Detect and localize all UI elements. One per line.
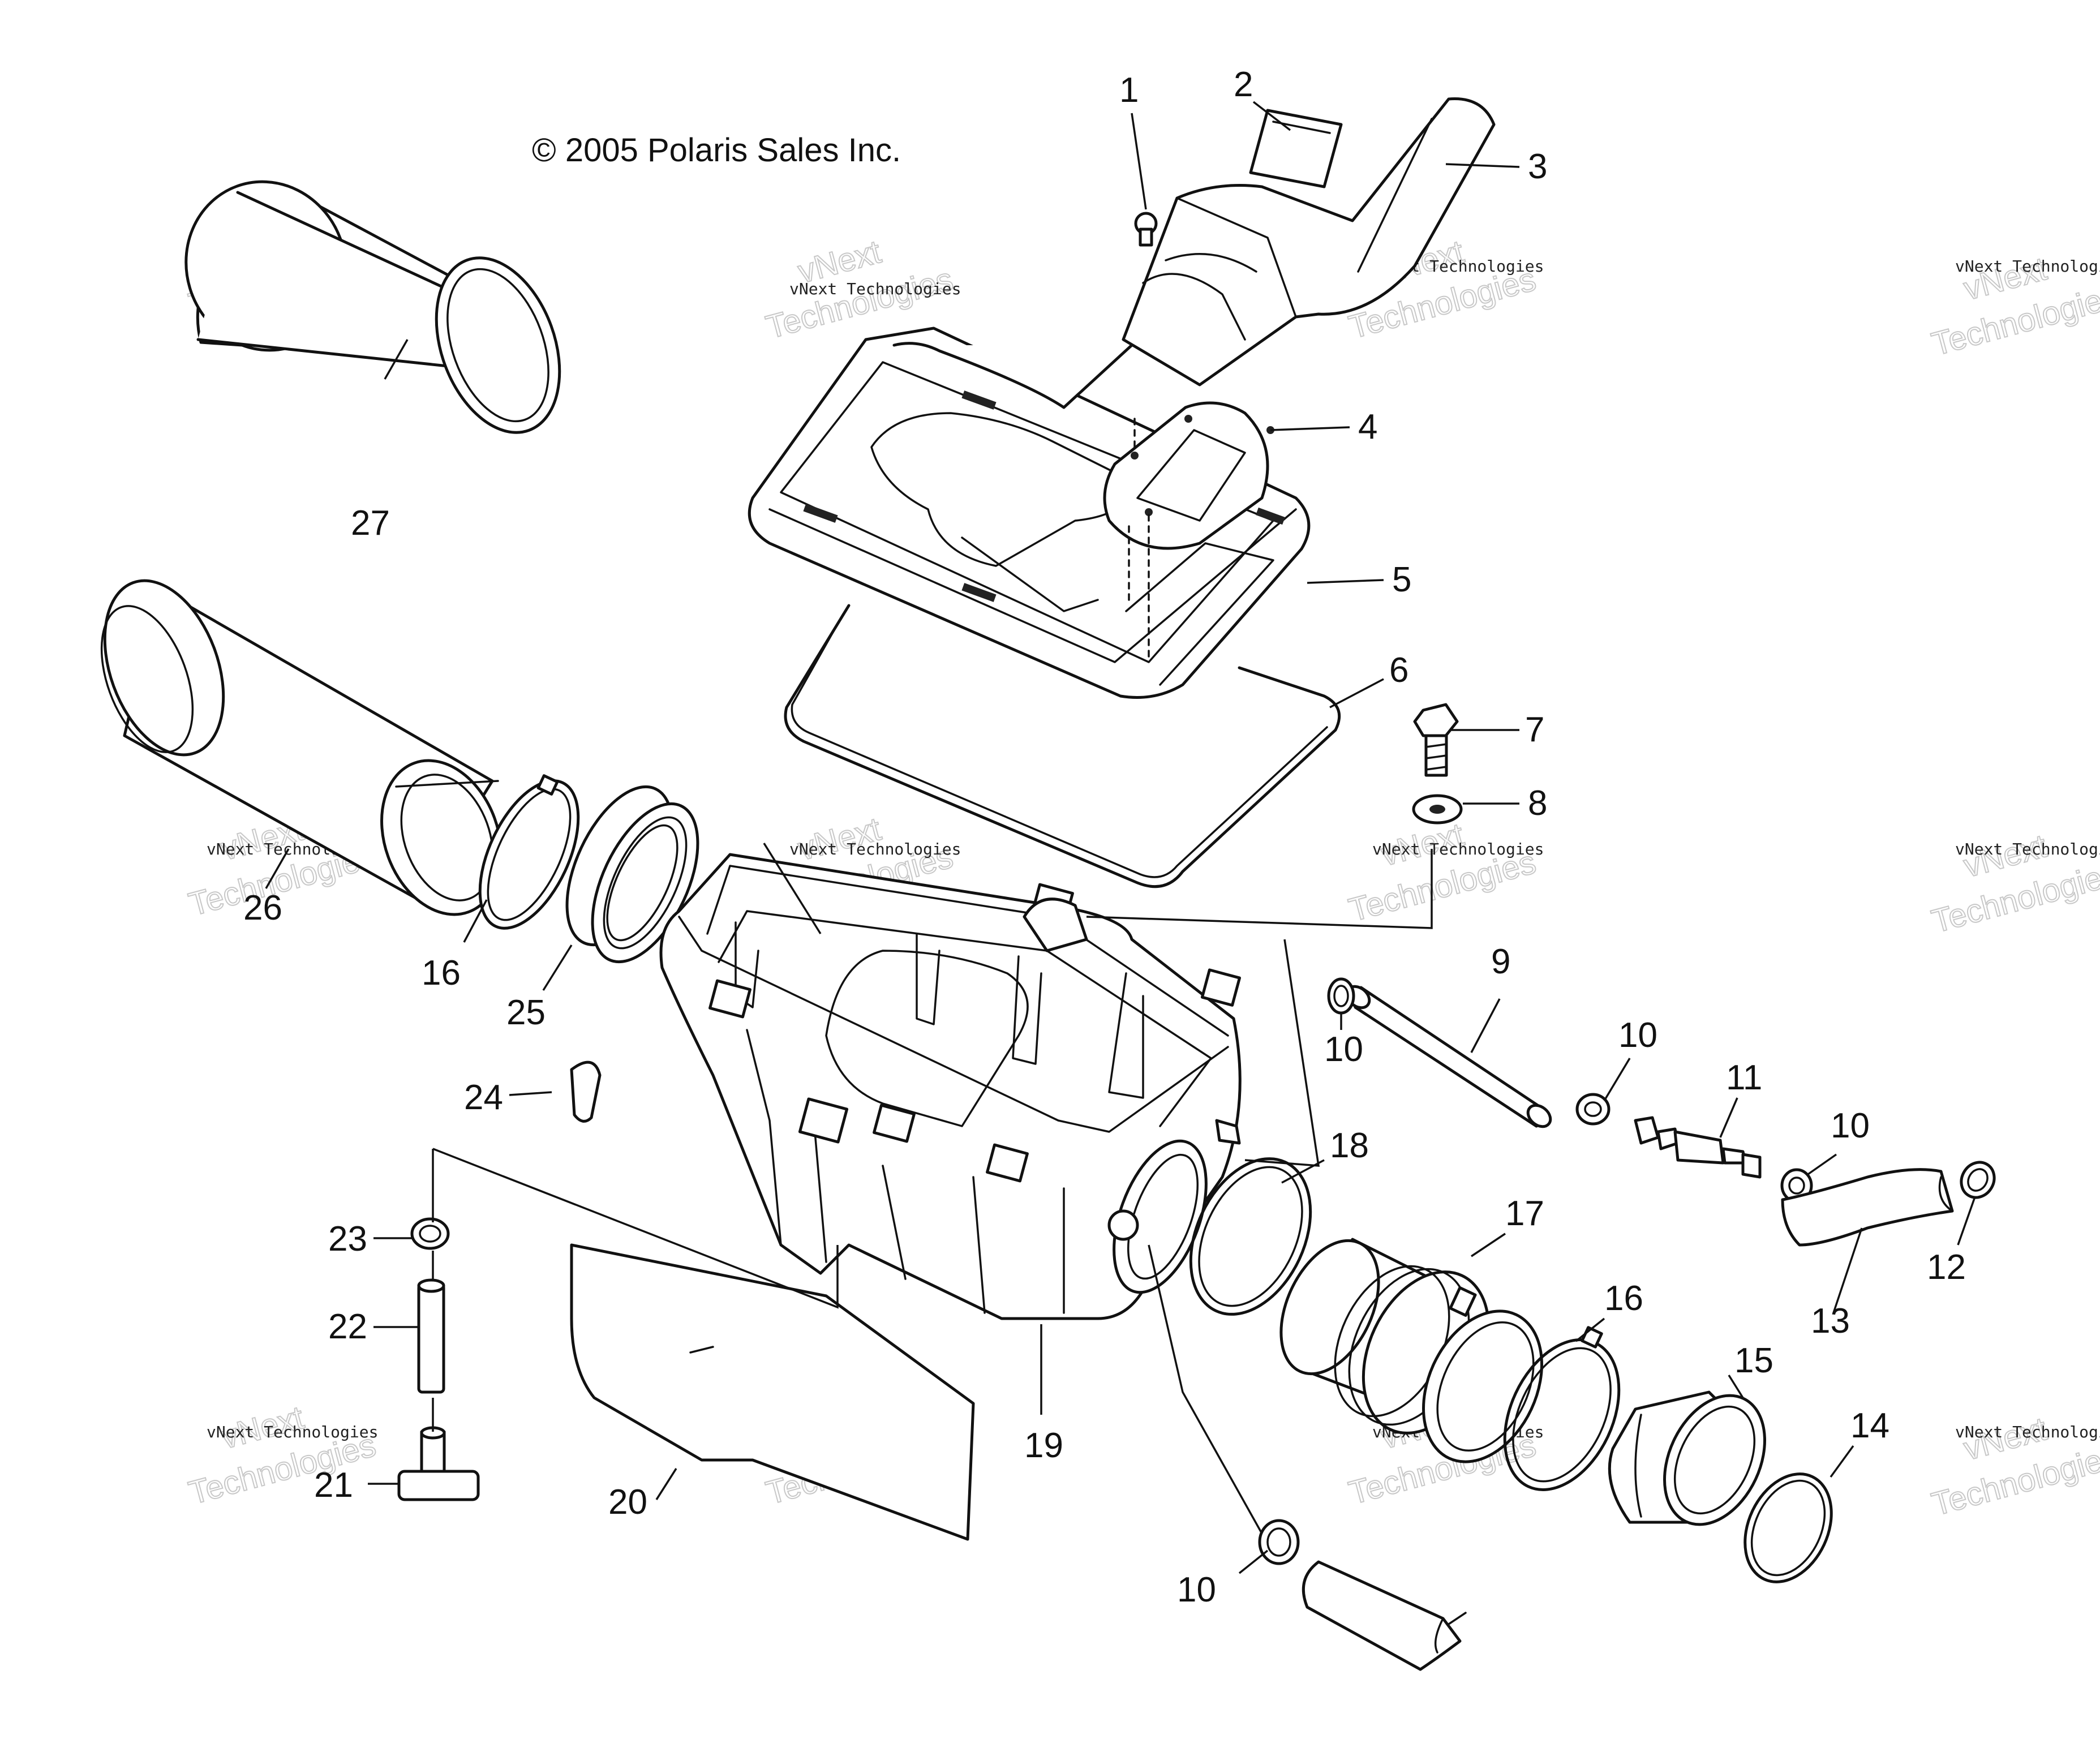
part-8-washer <box>1412 794 1463 825</box>
watermark-8-text: vNext Technologies <box>1955 840 2100 858</box>
part-25-adapter <box>565 785 699 964</box>
part-9-hose <box>1345 985 1552 1128</box>
callout-12: 12 <box>1927 1248 1966 1287</box>
callout-8: 8 <box>1528 784 1547 823</box>
watermark-12: vNext Technologies <box>1927 1410 2100 1523</box>
callout-18: 18 <box>1330 1126 1369 1165</box>
callout-25: 25 <box>506 993 546 1032</box>
part-10-clamp-a <box>1327 977 1355 1015</box>
watermark-8: vNext Technologies <box>1927 827 2100 941</box>
callout-2: 2 <box>1234 65 1253 104</box>
part-5-airbox-lid <box>748 327 1311 699</box>
part-27-prefilter-sleeve <box>184 180 561 434</box>
drain-hose-bottom <box>1302 1560 1467 1671</box>
part-2-seal <box>1249 109 1343 188</box>
callout-14: 14 <box>1850 1406 1889 1445</box>
part-19-airbox-base <box>659 853 1242 1320</box>
callout-19: 19 <box>1024 1426 1063 1465</box>
watermark-4-text: vNext Technologies <box>1955 257 2100 276</box>
part-18-o-ring <box>1189 1157 1312 1316</box>
callout-24: 24 <box>464 1078 503 1117</box>
part-4-gasket-plate <box>1103 401 1274 658</box>
assembly-line-hose <box>1148 1244 1263 1534</box>
part-1-screw <box>1134 212 1158 247</box>
watermark-12-text: vNext Technologies <box>1955 1423 2100 1441</box>
assembly-line-drain <box>432 1148 839 1432</box>
leader-lines <box>265 101 1976 1574</box>
part-6-lid-gasket <box>784 604 1341 888</box>
part-12-clamp <box>1960 1161 1996 1199</box>
part-17-outlet-boot <box>1279 1238 1543 1463</box>
part-15-boot <box>1608 1390 1766 1526</box>
part-24-clip <box>570 1060 602 1123</box>
part-20-plate <box>570 1243 975 1541</box>
assembly-line-7-8 <box>1086 849 1433 929</box>
part-10-clamp-b <box>1575 1093 1611 1126</box>
part-23-clamp <box>410 1217 450 1250</box>
callout-13: 13 <box>1811 1302 1850 1341</box>
callout-26: 26 <box>243 888 282 928</box>
watermark-9-text: vNext Technologies <box>207 1423 378 1441</box>
callout-21: 21 <box>314 1466 353 1505</box>
callout-3: 3 <box>1528 147 1547 186</box>
callout-16-right: 16 <box>1604 1279 1643 1318</box>
callout-11: 11 <box>1726 1058 1762 1097</box>
callout-16-left: 16 <box>422 954 461 993</box>
callout-27: 27 <box>351 504 390 543</box>
callout-20: 20 <box>608 1483 647 1522</box>
callout-17: 17 <box>1505 1194 1544 1233</box>
part-7-bolt <box>1413 703 1459 777</box>
part-14-clamp <box>1743 1472 1833 1583</box>
callout-15: 15 <box>1734 1341 1773 1380</box>
callout-10-d: 10 <box>1177 1570 1216 1609</box>
callout-1: 1 <box>1119 71 1139 110</box>
part-16-clamp-left <box>478 774 580 930</box>
callout-22: 22 <box>328 1307 367 1346</box>
part-26-air-filter <box>100 579 503 916</box>
callout-5: 5 <box>1392 560 1411 599</box>
watermark-7-text: vNext Technologies <box>1372 840 1544 858</box>
callout-4: 4 <box>1358 407 1377 446</box>
callout-10-b: 10 <box>1618 1016 1657 1055</box>
part-22-tube <box>417 1278 445 1394</box>
callout-23: 23 <box>328 1220 367 1259</box>
callout-7: 7 <box>1525 710 1544 749</box>
watermark-2-text: vNext Technologies <box>789 280 961 298</box>
callout-10-c: 10 <box>1831 1106 1870 1145</box>
part-10-clamp-d <box>1258 1519 1300 1565</box>
watermark-4: vNext Technologies <box>1927 250 2100 363</box>
watermark-6-text: vNext Technologies <box>789 840 961 858</box>
part-21-tee <box>397 1426 480 1501</box>
part-3-intake-snorkel <box>1122 97 1496 387</box>
copyright-text: © 2005 Polaris Sales Inc. <box>532 132 901 169</box>
callout-6: 6 <box>1389 651 1408 690</box>
callout-numbers: 1 2 3 4 5 6 7 8 9 10 10 11 10 12 13 14 1… <box>243 65 1966 1609</box>
assembly-line-box <box>763 843 1320 1167</box>
part-13-hose <box>1781 1168 1954 1247</box>
part-11-valve <box>1634 1116 1762 1179</box>
callout-10-a: 10 <box>1324 1030 1363 1069</box>
callout-9: 9 <box>1491 942 1510 981</box>
